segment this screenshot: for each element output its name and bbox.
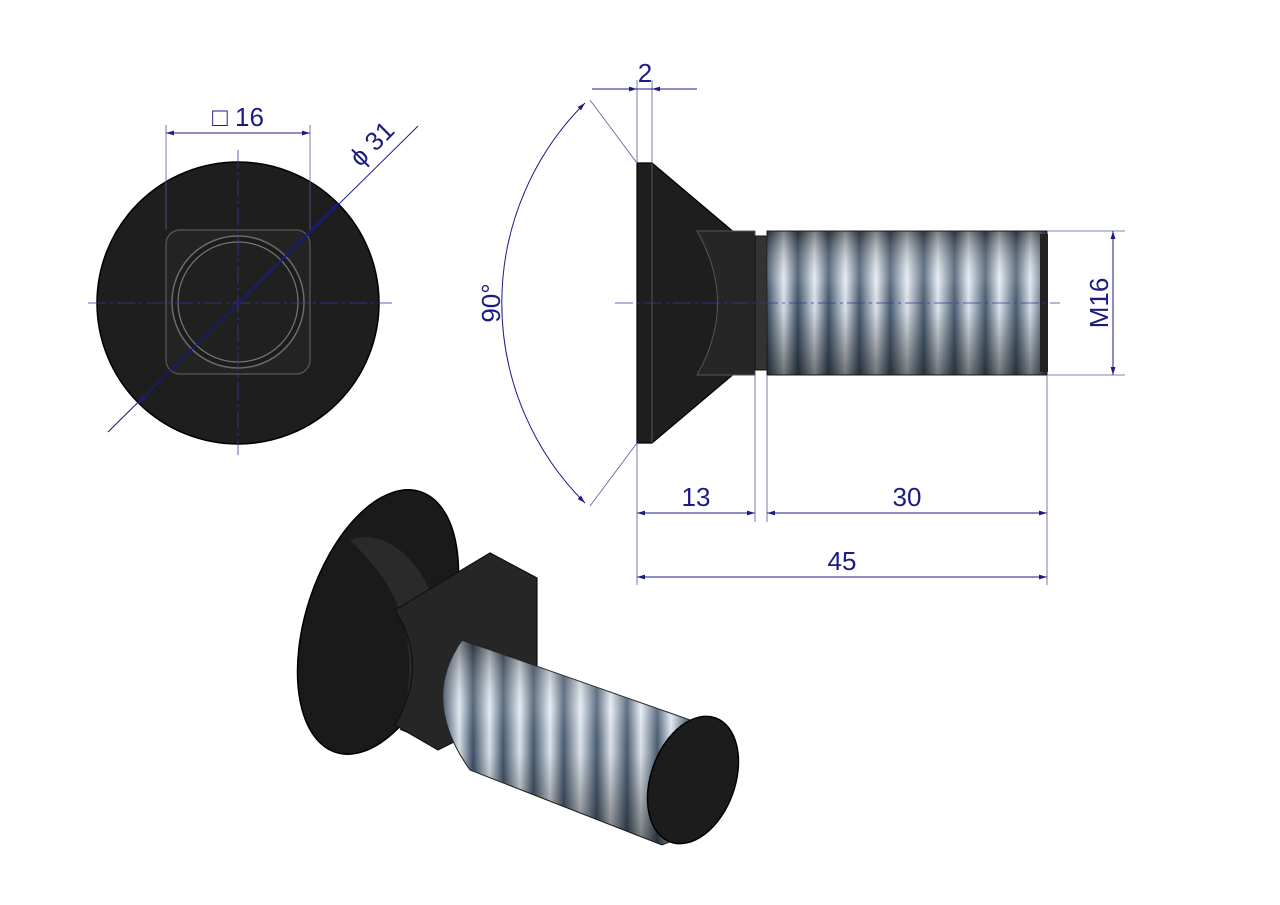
dim-total-length: 45 xyxy=(828,546,857,576)
side-view: 2 90° M16 13 30 45 xyxy=(476,58,1125,585)
dim-head-angle: 90° xyxy=(476,283,506,322)
iso-thread-end xyxy=(646,715,740,845)
dim-square: □ 16 xyxy=(212,102,264,132)
isometric-view xyxy=(296,489,740,846)
dim-thread-length: 30 xyxy=(893,482,922,512)
front-view: □ 16 ϕ 31 xyxy=(88,102,419,455)
dim-diameter: ϕ 31 xyxy=(343,115,400,172)
dim-head-thickness: 2 xyxy=(638,58,652,88)
dim-thread: M16 xyxy=(1084,278,1114,329)
dim-neck-length: 13 xyxy=(682,482,711,512)
